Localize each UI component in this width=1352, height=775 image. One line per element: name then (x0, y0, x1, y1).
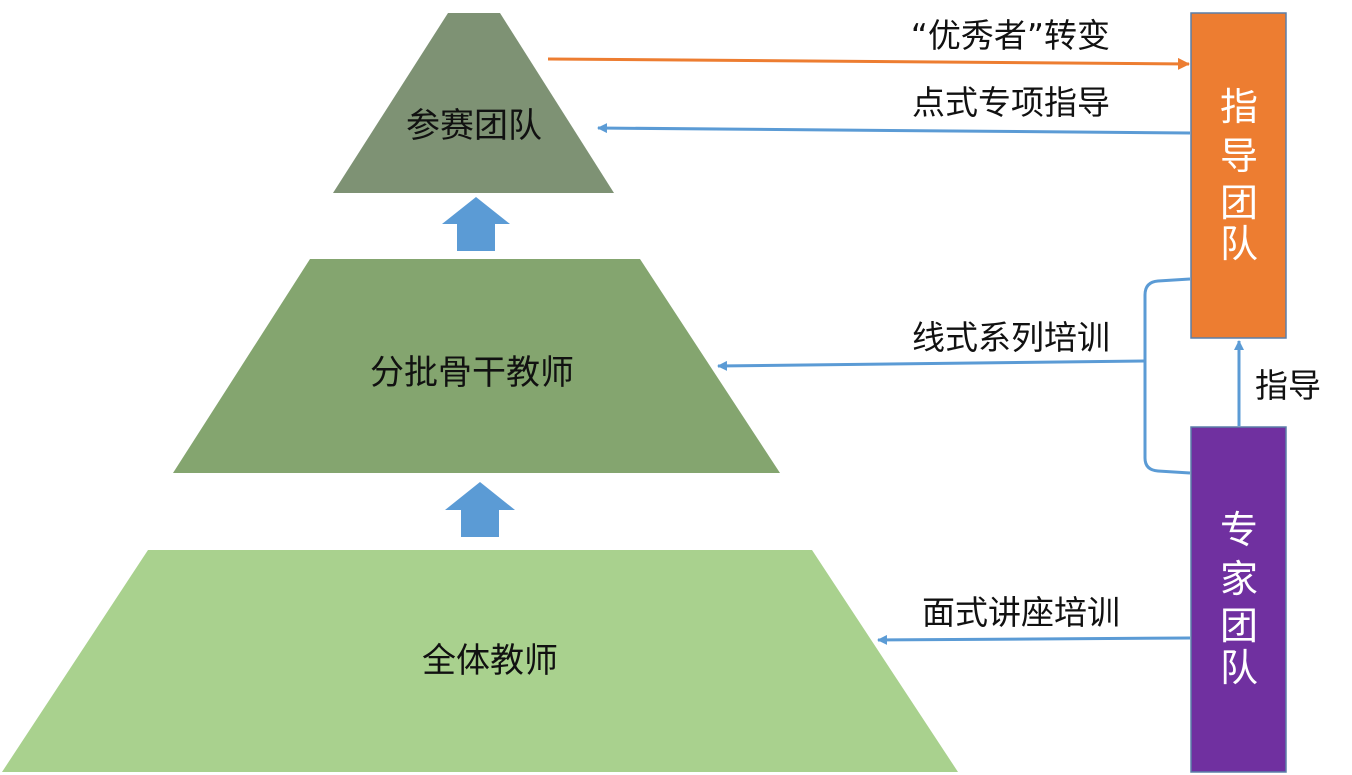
expert-team-box (1190, 426, 1287, 773)
point-guidance-arrow (597, 123, 1191, 135)
excellent-transform-label: “优秀者”转变 (911, 16, 1110, 55)
point-guidance-label: 点式专项指导 (912, 83, 1110, 122)
tier-top-label: 参赛团队 (406, 106, 542, 146)
guide-team-char-4: 队 (1220, 222, 1258, 266)
guide-team-char-3: 团 (1220, 181, 1258, 225)
tier-middle-label: 分批骨干教师 (370, 353, 574, 393)
guide-team-char-1: 指 (1220, 85, 1258, 129)
guide-label: 指导 (1255, 366, 1321, 405)
guide-team-char-2: 导 (1220, 134, 1258, 178)
tier-middle-shape (173, 259, 780, 473)
up-arrow-lower (445, 482, 515, 537)
tier-bottom-label: 全体教师 (422, 641, 558, 681)
tier-bottom-shape (2, 550, 958, 772)
excellent-transform-arrow (547, 57, 1190, 70)
surface-lecture-arrow (877, 634, 1191, 645)
expert-team-char-1: 专 (1220, 508, 1258, 552)
expert-team-char-4: 队 (1220, 646, 1258, 690)
tier-top-shape (333, 13, 614, 193)
up-arrow-upper (442, 197, 510, 251)
surface-lecture-label: 面式讲座培训 (922, 593, 1120, 632)
guide-team-box (1190, 12, 1287, 339)
line-training-arrow (717, 359, 1146, 371)
line-training-label: 线式系列培训 (912, 318, 1110, 357)
line-training-bracket (1143, 277, 1191, 475)
expert-team-char-2: 家 (1220, 557, 1258, 601)
expert-team-char-3: 团 (1220, 604, 1258, 648)
